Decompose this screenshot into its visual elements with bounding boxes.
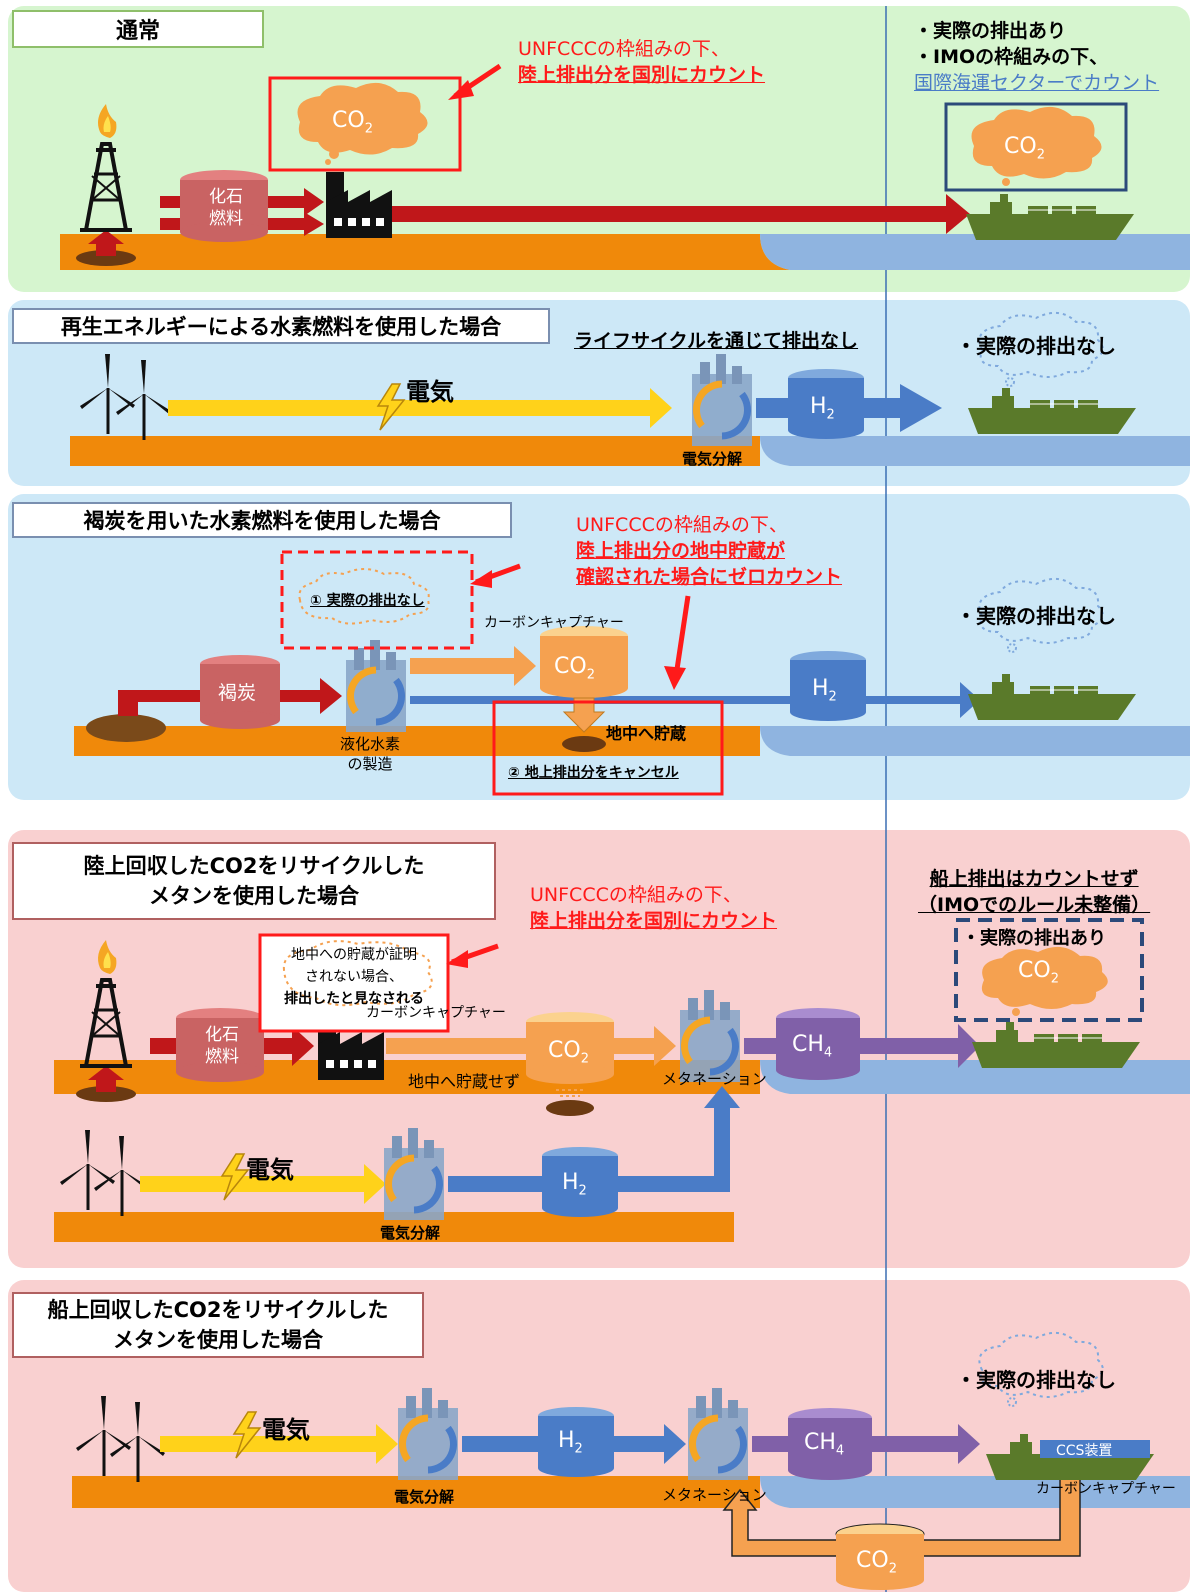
section-title-lignite-h2: 褐炭を用いた水素燃料を使用した場合 [12, 502, 512, 538]
store-underground-label: 地中へ貯蔵 [606, 724, 687, 743]
actual-emission-label: ・実際の排出あり [962, 928, 1106, 949]
carbon-capture-label: カーボンキャプチャー [484, 615, 624, 631]
co2-label: CO2 [1018, 958, 1059, 987]
ccs-device-label: CCS装置 [1056, 1443, 1113, 1459]
annotation-line: UNFCCCの枠組みの下、 [518, 38, 730, 60]
ship-status-normal: ・実際の排出あり ・IMOの枠組みの下、 国際海運セクターでカウント [914, 20, 1160, 94]
co2-label: CO2 [856, 1548, 897, 1577]
annotation-unfccc-2: UNFCCCの枠組みの下、 陸上排出分の地中貯蔵が 確認された場合にゼロカウント [576, 514, 843, 588]
h2-label: H2 [812, 676, 837, 705]
annotation-line: 陸上排出分を国別にカウント [518, 64, 766, 86]
electrolysis-label: 電気分解 [682, 450, 743, 468]
methanation-label: メタネーション [662, 1070, 767, 1088]
electricity-label: 電気 [406, 378, 454, 406]
annotation-unfccc-3: UNFCCCの枠組みの下、 陸上排出分を国別にカウント [530, 884, 778, 932]
co2-label: CO2 [1004, 134, 1045, 163]
co2-label: CO2 [548, 1038, 589, 1067]
storage-not-proven-note: 地中への貯蔵が証明 されない場合、 排出したと見なされる [284, 947, 424, 1007]
cancel-emission-label: ② 地上排出分をキャンセル [508, 765, 679, 781]
section-title-renewable-h2: 再生エネルギーによる水素燃料を使用した場合 [12, 308, 550, 344]
annotation-unfccc-1: UNFCCCの枠組みの下、 陸上排出分を国別にカウント [518, 36, 765, 88]
no-actual-emission-label: ① 実際の排出なし [310, 593, 425, 609]
ship-status-onboard: ・実際の排出なし [956, 1368, 1116, 1392]
h2-label: H2 [558, 1428, 583, 1457]
ch4-label: CH4 [792, 1032, 833, 1061]
ship-status-renewable: ・実際の排出なし [956, 334, 1116, 358]
ship-status-lignite: ・実際の排出なし [956, 604, 1116, 628]
electricity-label: 電気 [262, 1416, 310, 1444]
h2-label: H2 [562, 1170, 587, 1199]
section-title-land-co2-methane: 陸上回収したCO2をリサイクルしたメタンを使用した場合 [12, 842, 496, 920]
co2-label: CO2 [554, 654, 595, 683]
fossil-fuel-tank-label: 化石燃料 [209, 187, 243, 229]
lignite-tank-label: 褐炭 [218, 682, 257, 704]
fossil-fuel-tank-label: 化石燃料 [205, 1025, 239, 1067]
carbon-capture-label: カーボンキャプチャー [1036, 1481, 1176, 1497]
section-title-ship-co2-methane: 船上回収したCO2をリサイクルしたメタンを使用した場合 [12, 1292, 424, 1358]
liquefied-h2-plant-label: 液化水素の製造 [340, 735, 401, 773]
section-title-normal: 通常 [12, 10, 264, 48]
electrolysis-label: 電気分解 [380, 1224, 441, 1242]
ship-emission-not-counted: 船上排出はカウントせず （IMOでのルール未整備） [918, 868, 1151, 916]
not-stored-underground-label: 地中へ貯蔵せず [408, 1072, 521, 1091]
electricity-label: 電気 [246, 1156, 294, 1184]
h2-label: H2 [810, 394, 835, 423]
methanation-label: メタネーション [662, 1486, 767, 1504]
lifecycle-no-emission: ライフサイクルを通じて排出なし [574, 330, 859, 352]
carbon-capture-label: カーボンキャプチャー [366, 1005, 506, 1021]
co2-label: CO2 [332, 108, 373, 137]
electrolysis-label: 電気分解 [394, 1488, 455, 1506]
ch4-label: CH4 [804, 1430, 845, 1459]
